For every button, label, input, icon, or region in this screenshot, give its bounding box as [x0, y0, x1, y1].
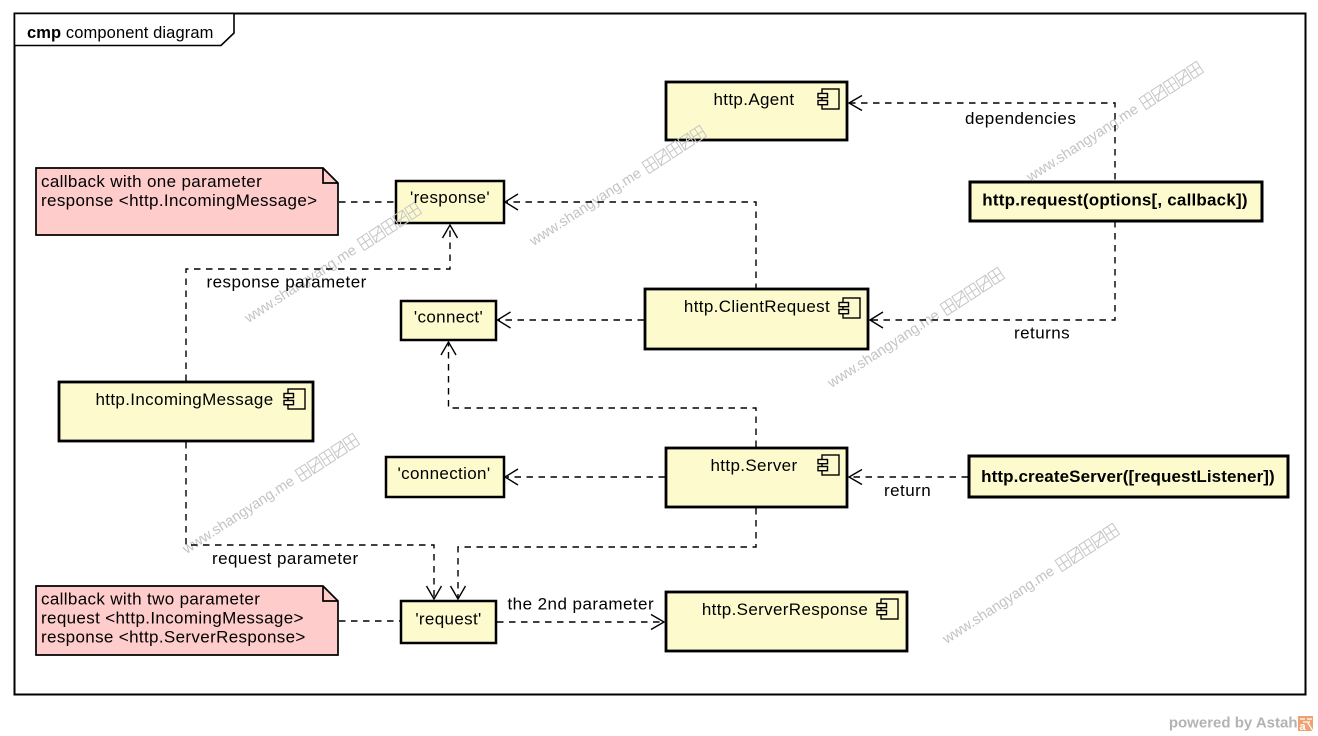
svg-text:response parameter: response parameter [207, 273, 367, 292]
svg-text:request <http.IncomingMessage>: request <http.IncomingMessage> [41, 609, 304, 628]
svg-text:response <http.IncomingMessage: response <http.IncomingMessage> [41, 191, 317, 210]
svg-text:'request': 'request' [415, 610, 481, 629]
svg-text:response <http.ServerResponse>: response <http.ServerResponse> [41, 628, 306, 647]
svg-text:return: return [884, 481, 931, 500]
svg-text:http.request(options[, callbac: http.request(options[, callback]) [982, 191, 1247, 210]
svg-text:powered by Astah: powered by Astah [1169, 715, 1298, 732]
svg-text:'connection': 'connection' [398, 464, 491, 483]
svg-text:http.ClientRequest: http.ClientRequest [684, 297, 830, 316]
svg-text:http.Agent: http.Agent [713, 90, 794, 109]
svg-text:http.Server: http.Server [711, 456, 798, 475]
svg-text:'connect': 'connect' [414, 308, 483, 327]
svg-text:http.createServer([requestList: http.createServer([requestListener]) [981, 467, 1275, 486]
svg-text:cmp component diagram: cmp component diagram [27, 24, 213, 42]
svg-text:a: a [1300, 721, 1307, 733]
svg-text:http.ServerResponse: http.ServerResponse [702, 600, 868, 619]
svg-text:'response': 'response' [410, 188, 490, 207]
svg-text:callback with two parameter: callback with two parameter [41, 590, 260, 609]
svg-text:callback with one parameter: callback with one parameter [41, 172, 262, 191]
svg-text:returns: returns [1014, 324, 1070, 343]
svg-text:http.IncomingMessage: http.IncomingMessage [95, 390, 273, 409]
svg-text:the 2nd parameter: the 2nd parameter [508, 595, 655, 614]
svg-text:dependencies: dependencies [965, 109, 1076, 128]
svg-text:request parameter: request parameter [212, 549, 359, 568]
